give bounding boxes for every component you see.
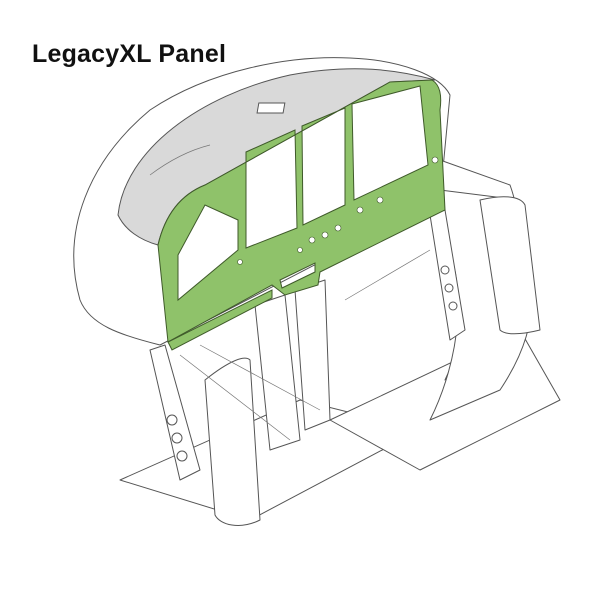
left-leg	[149, 344, 201, 481]
lightening-hole	[166, 414, 178, 426]
cross-brace	[179, 249, 431, 441]
glareshield-vent	[256, 102, 286, 114]
lightening-hole	[171, 432, 183, 444]
lightening-hole	[444, 283, 454, 293]
center-leg-left	[254, 294, 301, 451]
diagram-title: LegacyXL Panel	[32, 40, 227, 68]
panel-bottom-flange	[167, 289, 273, 351]
panel-instrument-holes	[237, 156, 439, 265]
lightening-hole	[176, 450, 188, 462]
rudder-pedal-panel-right	[479, 196, 541, 335]
rudder-pedal-panel-left	[204, 357, 261, 526]
instrument-panel	[157, 79, 446, 343]
lightening-hole	[440, 265, 450, 275]
lightening-hole	[448, 301, 458, 311]
glareshield-slot	[149, 144, 211, 176]
